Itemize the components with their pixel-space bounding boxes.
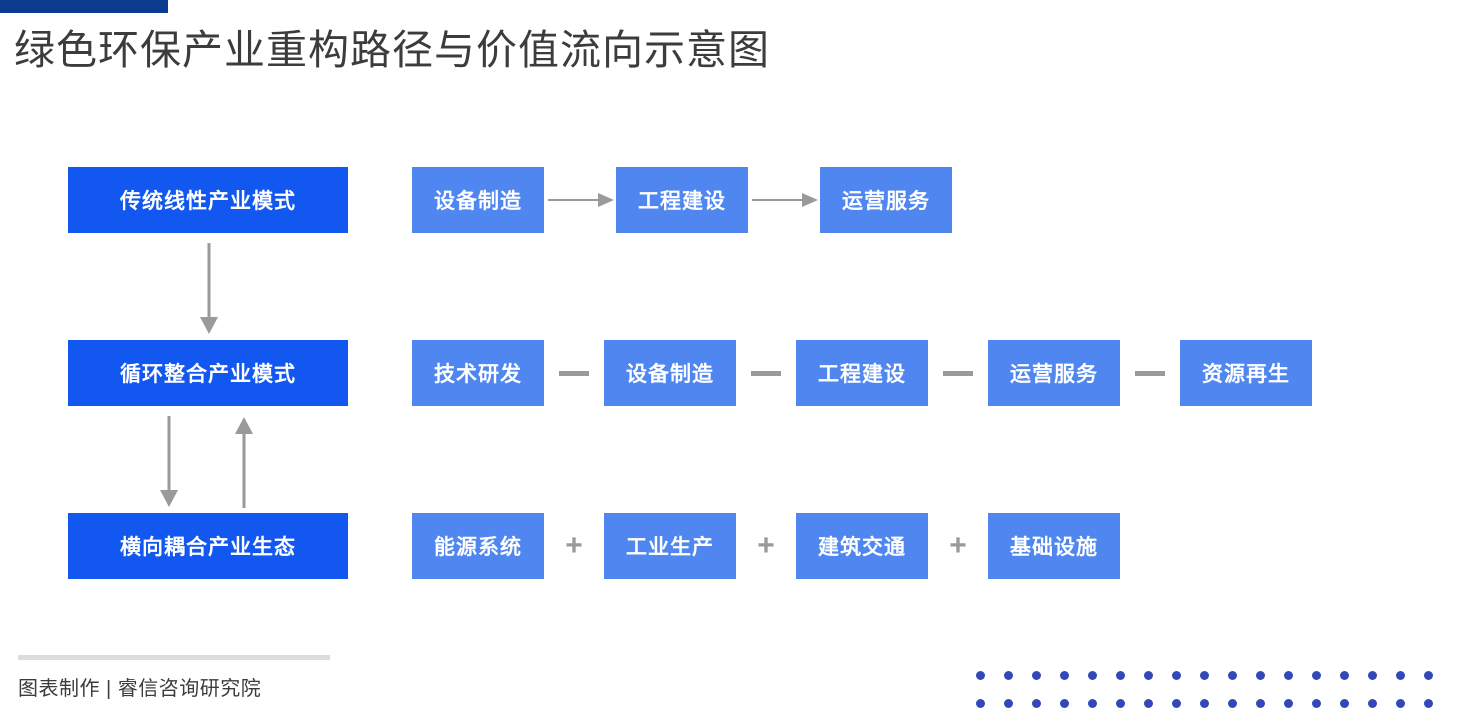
mode-box-circular[interactable]: 循环整合产业模式: [68, 340, 348, 406]
grid-dot: [1003, 698, 1013, 708]
stage-box-r3-4[interactable]: 基础设施: [988, 513, 1120, 579]
dash-line-icon: [1135, 370, 1165, 376]
grid-dot: [1255, 670, 1265, 680]
grid-dot: [1395, 698, 1405, 708]
dash-line-icon: [943, 370, 973, 376]
grid-dot: [1227, 698, 1237, 708]
arrow-connector-r1-2: [748, 167, 820, 233]
grid-dot: [1171, 698, 1181, 708]
dash-line-icon: [559, 370, 589, 376]
stage-box-r2-4[interactable]: 运营服务: [988, 340, 1120, 406]
plus-connector-r3-3: +: [949, 529, 967, 562]
stage-box-r3-3[interactable]: 建筑交通: [796, 513, 928, 579]
diagram-row-1-stages: 设备制造 工程建设 运营服务: [412, 167, 952, 233]
stage-box-r1-2[interactable]: 工程建设: [616, 167, 748, 233]
mode-box-traditional[interactable]: 传统线性产业模式: [68, 167, 348, 233]
stage-box-r3-1[interactable]: 能源系统: [412, 513, 544, 579]
grid-dot: [1283, 698, 1293, 708]
diagram-row-1-mode: 传统线性产业模式: [68, 167, 348, 233]
grid-dot: [1339, 698, 1349, 708]
dash-line-icon: [751, 370, 781, 376]
arrow-connector-r1-1: [544, 167, 616, 233]
diagram-row-3-stages: 能源系统 + 工业生产 + 建筑交通 + 基础设施: [412, 513, 1120, 579]
top-accent-bar: [0, 0, 168, 13]
grid-dot: [1367, 670, 1377, 680]
grid-dot: [1171, 670, 1181, 680]
grid-dot: [1423, 670, 1433, 680]
grid-dot: [1087, 670, 1097, 680]
flow-arrow-up-1: [233, 416, 255, 508]
stage-box-r1-1[interactable]: 设备制造: [412, 167, 544, 233]
grid-dot: [1395, 670, 1405, 680]
dash-connector-r2-2: [736, 340, 796, 406]
diagram-row-2-mode: 循环整合产业模式: [68, 340, 348, 406]
grid-dot: [1143, 698, 1153, 708]
grid-dot: [1255, 698, 1265, 708]
stage-box-r3-2[interactable]: 工业生产: [604, 513, 736, 579]
stage-box-r1-3[interactable]: 运营服务: [820, 167, 952, 233]
dash-connector-r2-3: [928, 340, 988, 406]
plus-connector-r3-1: +: [565, 529, 583, 562]
dot-grid-decoration: [966, 661, 1442, 717]
diagram-row-3-mode: 横向耦合产业生态: [68, 513, 348, 579]
grid-dot: [1115, 670, 1125, 680]
grid-dot: [1283, 670, 1293, 680]
footer-credit: 图表制作 | 睿信咨询研究院: [18, 678, 262, 700]
stage-box-r2-2[interactable]: 设备制造: [604, 340, 736, 406]
grid-dot: [1311, 698, 1321, 708]
grid-dot: [1031, 698, 1041, 708]
grid-dot: [975, 670, 985, 680]
grid-dot: [1115, 698, 1125, 708]
stage-box-r2-5[interactable]: 资源再生: [1180, 340, 1312, 406]
stage-box-r2-3[interactable]: 工程建设: [796, 340, 928, 406]
grid-dot: [1003, 670, 1013, 680]
grid-dot: [1059, 698, 1069, 708]
grid-dot: [1199, 670, 1209, 680]
grid-dot: [1367, 698, 1377, 708]
diagram-row-2-stages: 技术研发 设备制造 工程建设 运营服务 资源再生: [412, 340, 1312, 406]
flow-arrow-down-2: [158, 416, 180, 508]
grid-dot: [1423, 698, 1433, 708]
dash-connector-r2-1: [544, 340, 604, 406]
grid-dot: [975, 698, 985, 708]
grid-dot: [1087, 698, 1097, 708]
grid-dot: [1059, 670, 1069, 680]
grid-dot: [1199, 698, 1209, 708]
grid-dot: [1227, 670, 1237, 680]
dash-connector-r2-4: [1120, 340, 1180, 406]
grid-dot: [1311, 670, 1321, 680]
page-title: 绿色环保产业重构路径与价值流向示意图: [14, 27, 770, 73]
flow-arrow-down-1: [198, 243, 220, 335]
plus-connector-r3-2: +: [757, 529, 775, 562]
stage-box-r2-1[interactable]: 技术研发: [412, 340, 544, 406]
footer-divider: [18, 655, 330, 660]
mode-box-horizontal-coupling[interactable]: 横向耦合产业生态: [68, 513, 348, 579]
grid-dot: [1031, 670, 1041, 680]
grid-dot: [1143, 670, 1153, 680]
grid-dot: [1339, 670, 1349, 680]
